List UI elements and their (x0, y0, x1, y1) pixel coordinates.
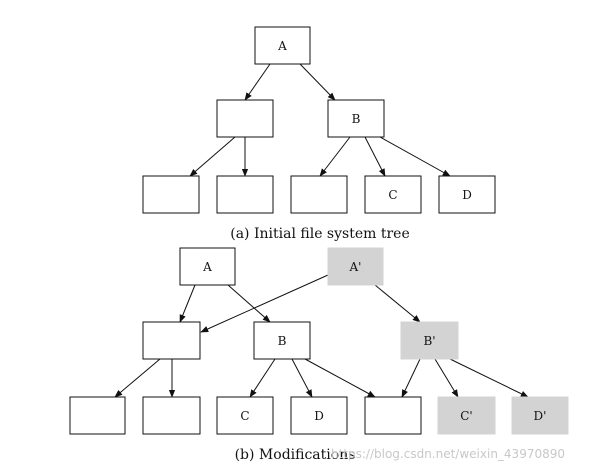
edge-b-b-d (291, 358, 313, 398)
node-b-b: B (253, 321, 311, 360)
node-label: C (388, 188, 397, 202)
node-b-left (142, 321, 201, 360)
node-label: A' (349, 260, 362, 274)
node-b-new (364, 396, 422, 435)
node-a-left (216, 99, 274, 138)
edge-b-left-ll (114, 358, 161, 398)
caption-a: (a) Initial file system tree (230, 226, 409, 242)
edge-b-bprime-cprime (434, 358, 459, 398)
edge-b-bprime-new (401, 358, 421, 398)
panel-b: A A' B B' C D (69, 247, 569, 463)
edge-b-b-new (304, 358, 376, 398)
edge-b-aprime-bprime (374, 284, 421, 323)
node-a-root: A (254, 26, 311, 65)
node-label: C (240, 409, 249, 423)
panel-a: A B C D (a) Initial file (142, 26, 496, 242)
node-b-lr (142, 396, 201, 435)
edge-b-b-c (249, 358, 276, 398)
node-b-c: C (216, 396, 274, 435)
node-a-c: C (364, 175, 422, 214)
node-b-cprime: C' (437, 396, 496, 435)
edge-a-b-c (364, 136, 386, 177)
edge-a-b-d (379, 136, 451, 177)
node-label: D (314, 409, 324, 423)
edge-a-root-b (299, 63, 336, 101)
node-label: B (352, 112, 361, 126)
node-b-d: D (290, 396, 348, 435)
node-label: A (202, 260, 212, 274)
node-label: A (277, 39, 287, 53)
node-b-dprime: D' (511, 396, 569, 435)
edge-b-a-b (227, 284, 271, 323)
node-label: D' (534, 409, 547, 423)
edge-a-left-ll (189, 136, 236, 177)
node-a-b: B (327, 99, 385, 138)
node-label: D (462, 188, 472, 202)
watermark: https://blog.csdn.net/weixin_43970890 (331, 447, 565, 461)
node-b-a: A (179, 247, 236, 286)
caption-b: (b) Modifications (235, 447, 356, 463)
node-b-ll (69, 396, 126, 435)
edge-b-aprime-left (200, 274, 329, 333)
edge-a-root-left (244, 63, 271, 101)
node-a-bl (290, 175, 348, 214)
node-a-ll (142, 175, 200, 214)
node-b-bprime: B' (400, 321, 459, 360)
node-a-lr (216, 175, 274, 214)
node-label: C' (460, 409, 472, 423)
edge-b-a-left (179, 284, 196, 323)
node-b-aprime: A' (327, 247, 384, 286)
edge-b-bprime-dprime (449, 358, 529, 398)
node-a-d: D (438, 175, 496, 214)
node-label: B' (423, 334, 435, 348)
node-label: B (278, 334, 287, 348)
edge-a-b-bl (319, 136, 351, 177)
